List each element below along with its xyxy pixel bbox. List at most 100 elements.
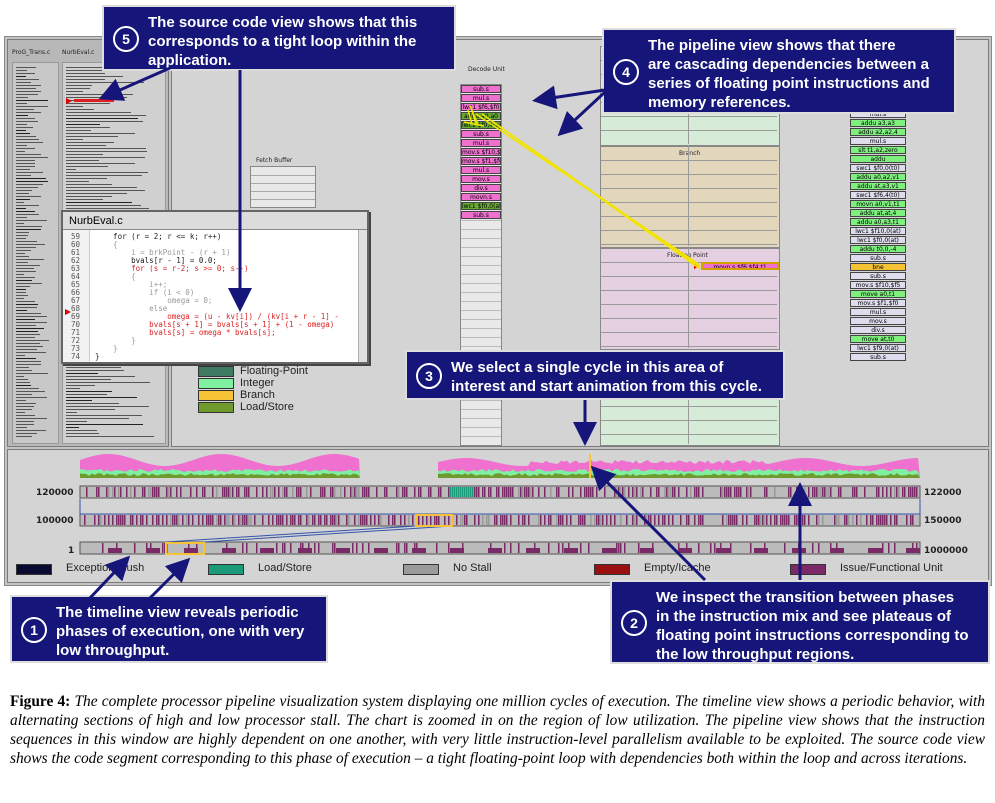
issue-instruction[interactable]: mov.s $f1,$f0 [850, 299, 906, 307]
low-throughput-highlight[interactable] [165, 542, 205, 555]
issue-instruction[interactable]: swc1 $f6,4(t0) [850, 191, 906, 199]
callout-4: 4 The pipeline view shows that there are… [602, 28, 956, 114]
issue-instruction[interactable]: addu [850, 155, 906, 163]
timeline-stall-tick [284, 487, 286, 497]
issue-instruction[interactable]: addu t0,0,-4 [850, 245, 906, 253]
issue-instruction[interactable]: addu at,a3,v1 [850, 182, 906, 190]
timeline-stall-tick [610, 515, 612, 525]
decode-instruction[interactable]: sub.s [461, 130, 501, 138]
decode-instruction[interactable]: lwc1 $f6,$f0 [461, 103, 501, 111]
issue-instruction[interactable]: addu a3,a3 [850, 119, 906, 127]
decode-instruction[interactable]: lwc1 $f0,0(at) [461, 202, 501, 210]
issue-instruction[interactable]: sub.s [850, 353, 906, 361]
issue-instruction[interactable]: mov.s $f10,$f5 [850, 281, 906, 289]
timeline-stall-tick [518, 487, 520, 497]
decode-instruction[interactable]: mov.s $f10,$f6 [461, 148, 501, 156]
timeline-stall-tick [186, 515, 188, 525]
decode-instruction[interactable]: mov.s [461, 175, 501, 183]
timeline-stall-tick [230, 487, 232, 497]
source-overview-line [16, 166, 35, 167]
issue-instruction[interactable]: lwc1 $f10,0(at) [850, 227, 906, 235]
zoom-window-highlight[interactable] [415, 514, 453, 527]
decode-instruction[interactable]: mul.s [461, 139, 501, 147]
source-overview-line [16, 436, 32, 437]
timeline-pane[interactable]: 120000 100000 1 122000 150000 1000000 Ex… [7, 449, 989, 583]
source-overview-line [16, 373, 48, 374]
fetch-buffer[interactable] [250, 166, 316, 208]
timeline-stall-tick [98, 515, 100, 525]
source-tab-progtrans[interactable]: ProG_Trans.c [12, 49, 51, 56]
timeline-stall-tick [798, 515, 800, 525]
code-scrollbar[interactable] [358, 230, 367, 362]
source-overview-line [16, 271, 36, 272]
decode-instruction[interactable]: mul.s [461, 94, 501, 102]
issue-instruction[interactable]: mul.s [850, 308, 906, 316]
timeline-stall-tick [824, 487, 826, 497]
timeline-stall-tick [786, 515, 788, 525]
timeline-stall-tick [902, 487, 904, 497]
code-line-number: 62 [71, 256, 81, 265]
timeline-stall-tick [454, 487, 456, 497]
timeline-stall-tick [644, 515, 646, 525]
decode-instruction[interactable]: sub.s [461, 85, 501, 93]
issue-instruction[interactable]: move at,t0 [850, 335, 906, 343]
issue-instruction[interactable]: mov.s [850, 317, 906, 325]
source-overview-line [16, 223, 24, 224]
source-overview-line [16, 355, 25, 356]
issue-instruction[interactable]: move a0,t1 [850, 290, 906, 298]
timeline-chart[interactable] [8, 450, 988, 582]
issue-instruction[interactable]: sub.s [850, 272, 906, 280]
code-line-text: bvals[s + 1] = bvals[s + 1] + (1 - omega… [95, 320, 335, 329]
issue-instruction[interactable]: addu at,at,4 [850, 209, 906, 217]
source-tab-nurbeval[interactable]: NurbEval.c [62, 49, 95, 56]
timeline-stall-tick [754, 515, 756, 525]
timeline-stall-tick [738, 487, 740, 497]
timeline-stall-tick [278, 487, 280, 497]
timeline-stall-tick [154, 487, 156, 497]
timeline-stall-tick [168, 487, 170, 497]
source-overview-line [16, 253, 25, 254]
code-window[interactable]: NurbEval.c 59 for (r = 2; r <= k; r++)60… [61, 210, 369, 364]
issue-instruction[interactable]: movn a0,v1,t1 [850, 200, 906, 208]
timeline-stall-tick [158, 487, 160, 497]
issue-instruction[interactable]: slt t1,a2,zero [850, 146, 906, 154]
timeline-stall-tick [580, 515, 582, 525]
issue-instruction[interactable]: swc1 $f0,0(t0) [850, 164, 906, 172]
source-overview-line [16, 280, 32, 281]
timeline-stall-tick [112, 487, 114, 497]
timeline-stall-tick [314, 543, 316, 553]
source-overview-line [16, 202, 24, 203]
timeline-stall-tick [282, 543, 284, 553]
timeline-stall-tick [722, 515, 724, 525]
source-overview-line [16, 382, 30, 383]
timeline-stall-tick [710, 543, 712, 553]
timeline-stall-tick [762, 515, 764, 525]
source-overview-line [16, 133, 30, 134]
decode-instruction[interactable]: lwc1 $f0,4(a0) [461, 121, 501, 129]
issue-instruction[interactable]: lwc1 $f0,0(at) [850, 236, 906, 244]
mix-loadstore-area [80, 473, 360, 478]
decode-instruction[interactable]: div.s [461, 184, 501, 192]
branch-unit[interactable]: Branch [600, 146, 780, 248]
decode-instruction[interactable]: mul.s [461, 166, 501, 174]
decode-instruction[interactable]: sub.s [461, 211, 501, 219]
timeline-stall-tick [94, 515, 96, 525]
timeline-stall-tick [894, 543, 896, 553]
issue-instruction[interactable]: addu a2,a2,4 [850, 128, 906, 136]
source-overview-line [66, 421, 87, 422]
fp-instruction-movn[interactable]: movn.s $f6,$f4,t1 [701, 262, 779, 270]
decode-instruction[interactable]: addu a0,a0 [461, 112, 501, 120]
issue-instruction[interactable]: sub.s [850, 254, 906, 262]
timeline-stall-tick [438, 487, 440, 497]
issue-instruction[interactable]: lwc1 $f9,0(at) [850, 344, 906, 352]
issue-instruction[interactable]: addu a0,a3,t1 [850, 218, 906, 226]
timeline-band[interactable] [79, 485, 921, 499]
decode-instruction[interactable]: movn.s [461, 193, 501, 201]
decode-instruction[interactable]: mov.s $f1,$f0 [461, 157, 501, 165]
issue-instruction[interactable]: bne [850, 263, 906, 271]
issue-instruction[interactable]: div.s [850, 326, 906, 334]
issue-instruction[interactable]: addu a0,a2,v1 [850, 173, 906, 181]
timeline-stall-tick [788, 515, 790, 525]
issue-instruction[interactable]: mul.s [850, 137, 906, 145]
